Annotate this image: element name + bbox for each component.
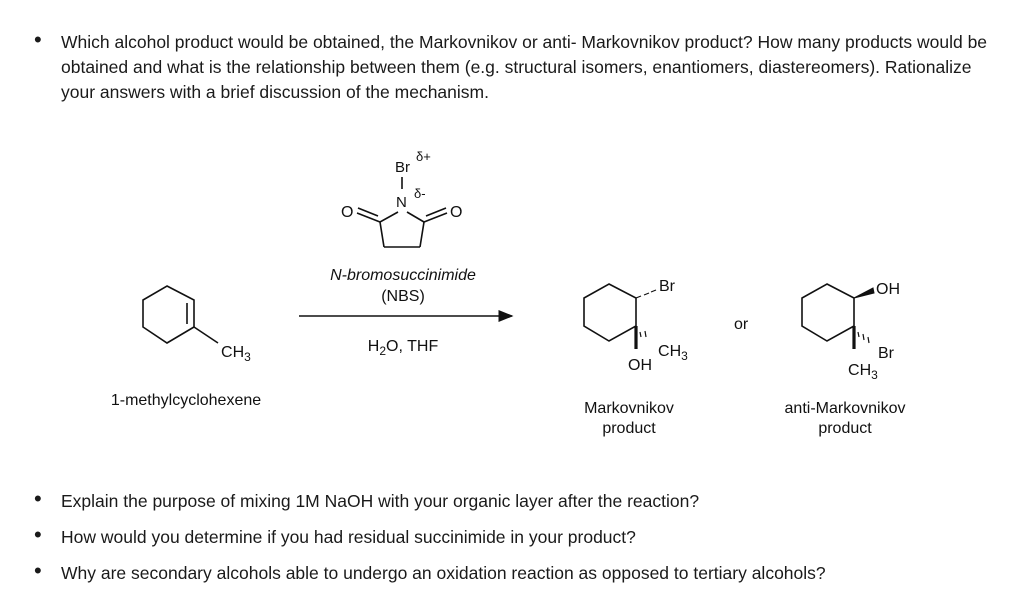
anti-markovnikov-name-line1: anti-Markovnikov [785, 400, 906, 417]
question-text: Explain the purpose of mixing 1M NaOH wi… [61, 491, 700, 511]
anti-markovnikov-structure [801, 283, 875, 349]
question-1: • Which alcohol product would be obtaine… [34, 27, 994, 105]
markovnikov-ch3-label: CH3 [658, 343, 688, 363]
markovnikov-oh-label: OH [628, 357, 652, 374]
markovnikov-name-line1: Markovnikov [584, 400, 674, 417]
nbs-o-left: O [341, 204, 353, 221]
conditions-label: H2O, THF [368, 338, 439, 358]
reactant-name: 1-methylcyclohexene [111, 392, 261, 409]
question-text: How would you determine if you had resid… [61, 527, 636, 547]
bullet-point: • [34, 558, 42, 583]
markovnikov-structure [583, 283, 657, 349]
nbs-name-line1: N-bromosuccinimide [330, 267, 476, 284]
bullet-point: • [34, 522, 42, 547]
question-text: Why are secondary alcohols able to under… [61, 563, 826, 583]
markovnikov-br-label: Br [659, 278, 676, 295]
question-2: • Explain the purpose of mixing 1M NaOH … [34, 486, 994, 514]
reactant-ch3-label: CH3 [221, 344, 251, 364]
nbs-name-line2: (NBS) [381, 288, 425, 305]
anti-markovnikov-ch3-label: CH3 [848, 362, 878, 382]
markovnikov-name-line2: product [602, 420, 656, 437]
question-3: • How would you determine if you had res… [34, 522, 994, 550]
nbs-delta-minus: δ- [414, 186, 426, 201]
reactant-structure [142, 285, 219, 344]
nbs-o-right: O [450, 204, 462, 221]
or-label: or [734, 316, 749, 333]
nbs-structure [356, 177, 448, 248]
bullet-point: • [34, 486, 42, 511]
question-text: Which alcohol product would be obtained,… [61, 32, 988, 102]
anti-markovnikov-oh-label: OH [876, 281, 900, 298]
anti-markovnikov-name-line2: product [818, 420, 872, 437]
nbs-br-label: Br [395, 159, 410, 176]
nbs-n-label: N [396, 194, 407, 211]
bullet-point: • [34, 27, 42, 52]
question-4: • Why are secondary alcohols able to und… [34, 558, 994, 586]
anti-markovnikov-br-label: Br [878, 345, 895, 362]
nbs-delta-plus: δ+ [416, 149, 431, 164]
